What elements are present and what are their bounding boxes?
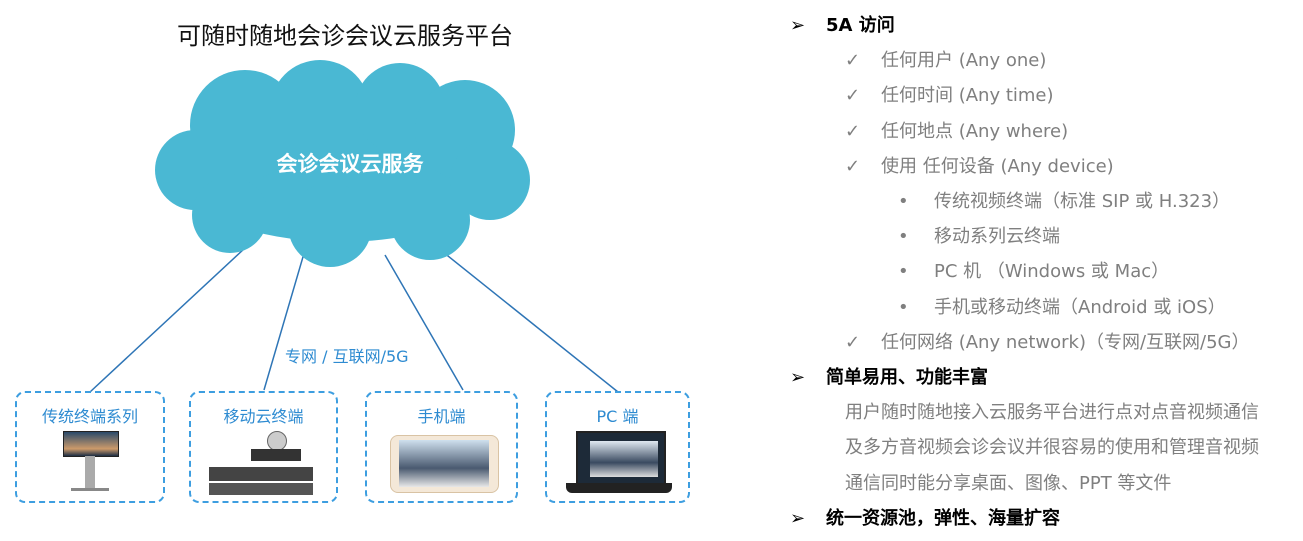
feature-item: 用户随时随地接入云服务平台进行点对点音视频通信 <box>845 401 1259 425</box>
feature-item: • 移动系列云终端 <box>898 225 1060 249</box>
feature-text: 使用 任何设备 (Any device) <box>881 155 1114 177</box>
device-label: PC 端 <box>596 407 639 426</box>
arrow-bullet-icon: ➢ <box>790 367 806 388</box>
feature-item: ✓ 任何地点 (Any where) <box>845 120 1068 144</box>
link-line <box>427 239 619 393</box>
feature-item: • 传统视频终端（标准 SIP 或 H.323） <box>898 190 1230 214</box>
dot-bullet-icon: • <box>898 226 909 248</box>
feature-text: 手机或移动终端（Android 或 iOS） <box>934 296 1226 318</box>
link-line <box>89 247 246 393</box>
cloud-shape <box>155 60 530 267</box>
feature-heading: ➢ 5A 访问 <box>790 14 895 38</box>
laptop-icon <box>564 431 674 495</box>
device-box-traditional: 传统终端系列 <box>15 391 165 503</box>
feature-heading: ➢ 统一资源池，弹性、海量扩容 <box>790 507 1060 531</box>
check-icon: ✓ <box>845 331 861 353</box>
diagram-title: 可随时随地会诊会议云服务平台 <box>177 22 513 50</box>
device-label: 传统终端系列 <box>41 407 138 426</box>
feature-text: 用户随时随地接入云服务平台进行点对点音视频通信 <box>845 402 1259 424</box>
cloud-label: 会诊会议云服务 <box>276 152 424 176</box>
feature-text: 统一资源池，弹性、海量扩容 <box>826 507 1060 529</box>
dot-bullet-icon: • <box>898 191 909 212</box>
arrow-bullet-icon: ➢ <box>790 507 806 529</box>
device-box-pc: PC 端 <box>545 391 690 503</box>
feature-text: 5A 访问 <box>826 15 895 36</box>
feature-item: ✓ 使用 任何设备 (Any device) <box>845 155 1114 179</box>
arrow-bullet-icon: ➢ <box>790 15 806 36</box>
feature-item: ✓ 任何时间 (Any time) <box>845 84 1054 108</box>
feature-item: ✓ 任何用户 (Any one) <box>845 49 1046 73</box>
check-icon: ✓ <box>845 155 861 177</box>
check-icon: ✓ <box>845 85 861 107</box>
check-icon: ✓ <box>845 50 861 72</box>
device-label: 移动云终端 <box>223 407 304 426</box>
feature-item: ✓ 任何网络 (Any network)（专网/互联网/5G） <box>845 331 1250 355</box>
link-line <box>384 254 464 391</box>
feature-text: 任何网络 (Any network)（专网/互联网/5G） <box>881 331 1250 353</box>
dot-bullet-icon: • <box>898 261 909 283</box>
link-line <box>263 249 306 391</box>
camera-codec-icon <box>209 431 321 497</box>
feature-item: 及多方音视频会诊会议并很容易的使用和管理音视频 <box>845 436 1259 460</box>
feature-text: 移动系列云终端 <box>934 226 1060 248</box>
device-label: 手机端 <box>417 407 466 426</box>
feature-text: 通信同时能分享桌面、图像、PPT 等文件 <box>845 472 1172 494</box>
feature-text: PC 机 （Windows 或 Mac） <box>934 261 1170 283</box>
feature-text: 任何时间 (Any time) <box>881 85 1054 107</box>
network-label: 专网 / 互联网/5G <box>285 347 409 366</box>
feature-item: • PC 机 （Windows 或 Mac） <box>898 260 1169 284</box>
feature-text: 传统视频终端（标准 SIP 或 H.323） <box>934 191 1231 212</box>
tv-stand-icon <box>63 431 119 493</box>
feature-text: 及多方音视频会诊会议并很容易的使用和管理音视频 <box>845 437 1259 459</box>
feature-item: • 手机或移动终端（Android 或 iOS） <box>898 296 1226 320</box>
feature-text: 任何用户 (Any one) <box>881 50 1047 72</box>
feature-item: 通信同时能分享桌面、图像、PPT 等文件 <box>845 472 1171 496</box>
device-box-phone: 手机端 <box>365 391 518 503</box>
feature-heading: ➢ 简单易用、功能丰富 <box>790 366 988 390</box>
phone-icon <box>390 435 499 493</box>
feature-text: 简单易用、功能丰富 <box>826 367 988 388</box>
device-box-mobile-cloud: 移动云终端 <box>189 391 338 503</box>
dot-bullet-icon: • <box>898 296 909 318</box>
network-diagram <box>89 60 619 393</box>
check-icon: ✓ <box>845 120 861 142</box>
feature-text: 任何地点 (Any where) <box>881 120 1069 142</box>
